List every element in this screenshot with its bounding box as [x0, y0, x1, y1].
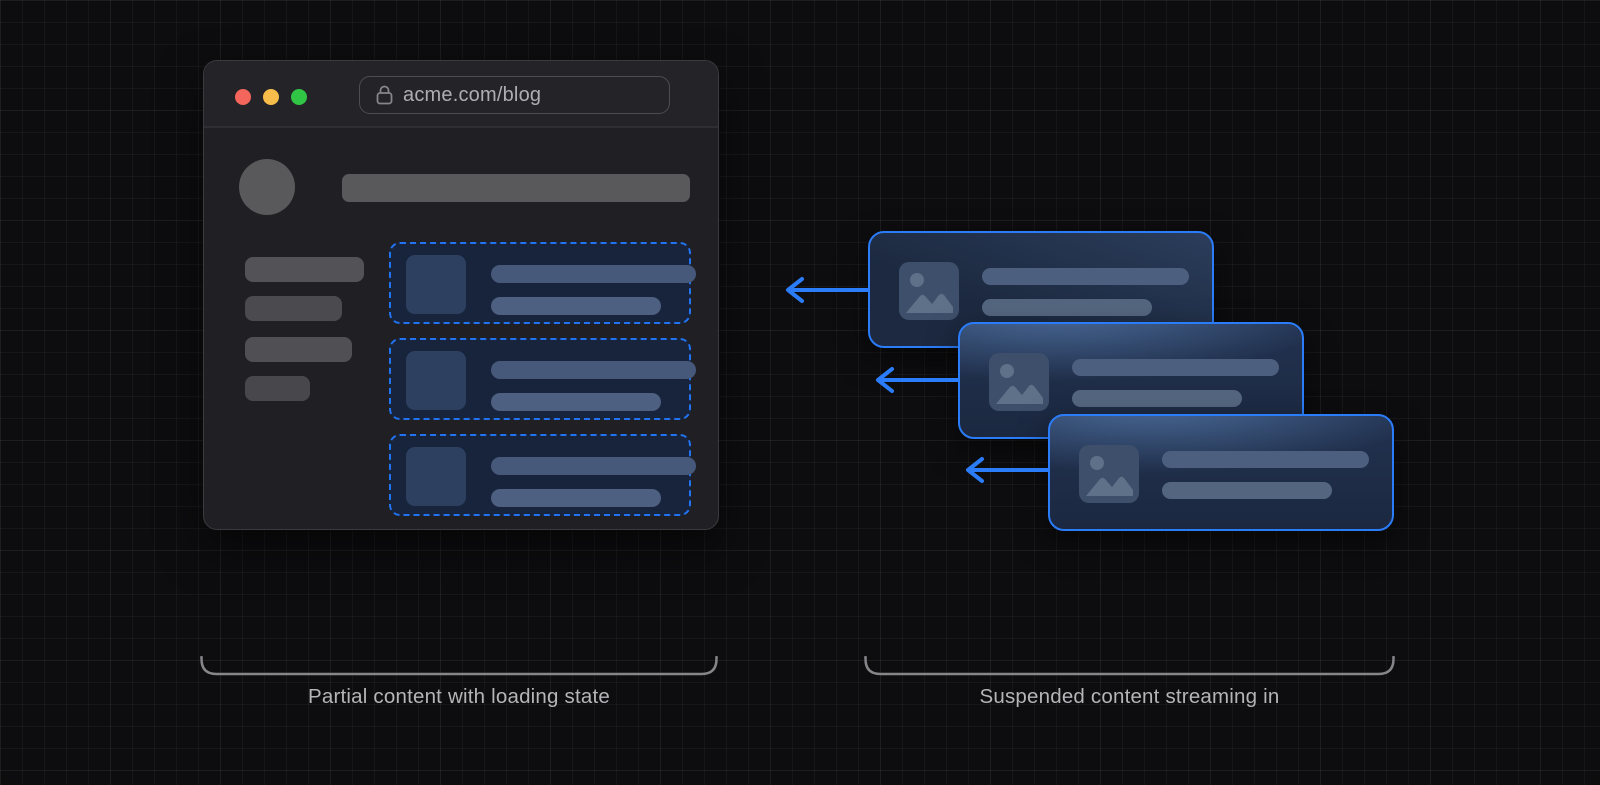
close-button[interactable] — [235, 89, 251, 105]
text-line-skeleton — [491, 457, 696, 475]
thumbnail-skeleton — [406, 447, 466, 506]
text-line-skeleton — [1162, 451, 1369, 468]
text-line-skeleton — [491, 297, 661, 315]
arrow-left-icon — [876, 367, 960, 393]
maximize-button[interactable] — [291, 89, 307, 105]
sidebar-skeleton-bar — [245, 376, 310, 401]
sidebar-skeleton-bar — [245, 337, 352, 362]
thumbnail-skeleton — [406, 255, 466, 314]
stream-card — [1048, 414, 1394, 531]
browser-header: acme.com/blog — [204, 61, 718, 128]
image-placeholder-icon — [1079, 445, 1139, 503]
text-line-skeleton — [491, 393, 661, 411]
lock-icon — [376, 85, 393, 105]
text-line-skeleton — [1072, 359, 1279, 376]
text-line-skeleton — [491, 489, 661, 507]
url-bar[interactable]: acme.com/blog — [359, 76, 670, 114]
image-placeholder-icon — [989, 353, 1049, 411]
arrow-left-icon — [786, 277, 870, 303]
browser-window: acme.com/blog — [203, 60, 719, 530]
bracket-left — [200, 656, 718, 676]
title-skeleton — [342, 174, 690, 202]
text-line-skeleton — [982, 268, 1189, 285]
image-placeholder-icon — [899, 262, 959, 320]
arrow-left-icon — [966, 457, 1050, 483]
caption-partial-content: Partial content with loading state — [308, 685, 610, 708]
text-line-skeleton — [491, 265, 696, 283]
loading-slot — [389, 338, 696, 420]
avatar-skeleton — [239, 159, 295, 215]
caption-suspended-content: Suspended content streaming in — [979, 685, 1280, 708]
thumbnail-skeleton — [406, 351, 466, 410]
traffic-lights — [235, 89, 307, 105]
text-line-skeleton — [491, 361, 696, 379]
loading-slot — [389, 242, 696, 324]
text-line-skeleton — [1072, 390, 1242, 407]
sidebar-skeleton-bar — [245, 257, 364, 282]
text-line-skeleton — [1162, 482, 1332, 499]
text-line-skeleton — [982, 299, 1152, 316]
loading-slot — [389, 434, 696, 516]
url-text: acme.com/blog — [403, 83, 542, 106]
minimize-button[interactable] — [263, 89, 279, 105]
sidebar-skeleton-bar — [245, 296, 342, 321]
bracket-right — [864, 656, 1395, 676]
